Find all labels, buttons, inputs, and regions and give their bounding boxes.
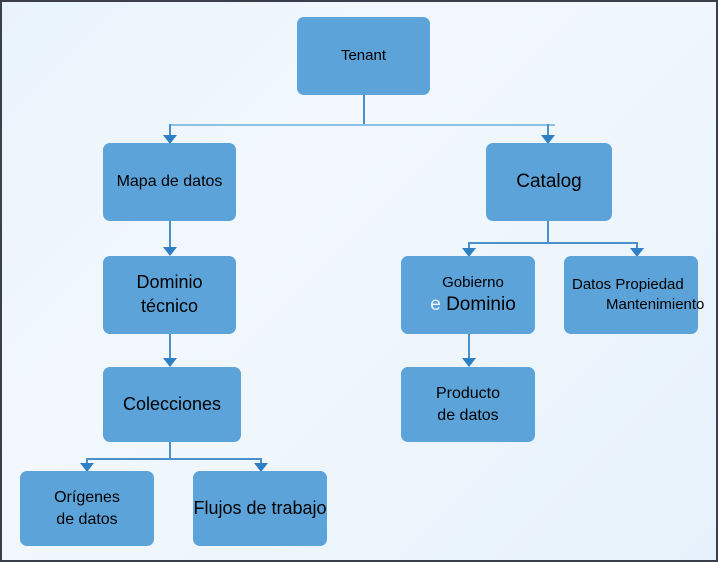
edge-colecciones-stem — [169, 442, 171, 460]
edge-tenant-to-mapa-drop — [169, 124, 171, 143]
node-dominio-tecnico[interactable]: Dominio técnico — [103, 256, 236, 334]
node-producto-line1: Producto — [435, 385, 501, 403]
node-dominio-tecnico-line2: técnico — [140, 296, 199, 316]
edge-catalog-stem — [547, 221, 549, 243]
arrow-mapa-to-dominio — [163, 247, 177, 256]
node-mapa-de-datos[interactable]: Mapa de datos — [103, 143, 236, 221]
edge-colecciones-split-bar — [86, 458, 261, 460]
edge-tenant-stem — [363, 95, 365, 126]
node-datos-propiedad-line1: Datos Propiedad — [572, 276, 684, 294]
node-tenant-label: Tenant — [340, 47, 387, 65]
node-catalog-label: Catalog — [516, 171, 582, 193]
arrow-tenant-to-mapa — [163, 135, 177, 144]
node-origenes-de-datos[interactable]: Orígenes de datos — [20, 471, 154, 546]
node-flujos-de-trabajo-label: Flujos de trabajo — [193, 497, 327, 518]
arrow-catalog-to-datos — [630, 248, 644, 257]
node-datos-propiedad-line2: Mantenimiento — [606, 296, 705, 313]
node-flujos-de-trabajo[interactable]: Flujos de trabajo — [193, 471, 327, 546]
edge-dominio-to-colecciones — [169, 334, 171, 366]
edge-catalog-split-bar — [468, 242, 637, 244]
edge-catalog-to-gobierno-drop — [468, 242, 470, 251]
node-mapa-de-datos-label: Mapa de datos — [116, 173, 223, 191]
edge-gobierno-to-producto — [468, 334, 470, 366]
node-gobierno-dominio-word: Dominio — [446, 294, 516, 316]
node-gobierno-accent-e: e — [430, 294, 441, 316]
node-gobierno-e-dominio[interactable]: Gobierno e Dominio — [401, 256, 535, 334]
node-origenes-line1: Orígenes — [54, 489, 120, 507]
node-tenant[interactable]: Tenant — [297, 17, 430, 95]
node-origenes-line2: de datos — [56, 510, 118, 528]
edge-tenant-split-bar — [170, 124, 555, 126]
node-dominio-tecnico-line1: Dominio — [136, 272, 203, 293]
node-datos-propiedad-mantenimiento[interactable]: Datos Propiedad Mantenimiento — [564, 256, 704, 334]
arrow-dominio-to-colecciones — [163, 358, 177, 367]
node-gobierno-line1: Gobierno — [442, 273, 504, 291]
arrow-colecciones-to-flujos — [254, 463, 268, 472]
node-gobierno-line2: e Dominio — [411, 292, 535, 317]
node-producto-line2: de datos — [437, 406, 499, 424]
arrow-gobierno-to-producto — [462, 358, 476, 367]
edge-catalog-to-datos-drop — [636, 242, 638, 251]
node-producto-de-datos[interactable]: Producto de datos — [401, 367, 535, 442]
edge-mapa-to-dominio — [169, 221, 171, 255]
node-colecciones-label: Colecciones — [122, 393, 222, 414]
edge-colecciones-to-origenes-drop — [86, 458, 88, 466]
node-colecciones[interactable]: Colecciones — [103, 367, 241, 442]
arrow-colecciones-to-origenes — [80, 463, 94, 472]
node-catalog[interactable]: Catalog — [486, 143, 612, 221]
edge-colecciones-to-flujos-drop — [260, 458, 262, 466]
arrow-tenant-to-catalog — [541, 135, 555, 144]
edge-tenant-to-catalog-drop — [547, 124, 549, 143]
arrow-catalog-to-gobierno — [462, 248, 476, 257]
